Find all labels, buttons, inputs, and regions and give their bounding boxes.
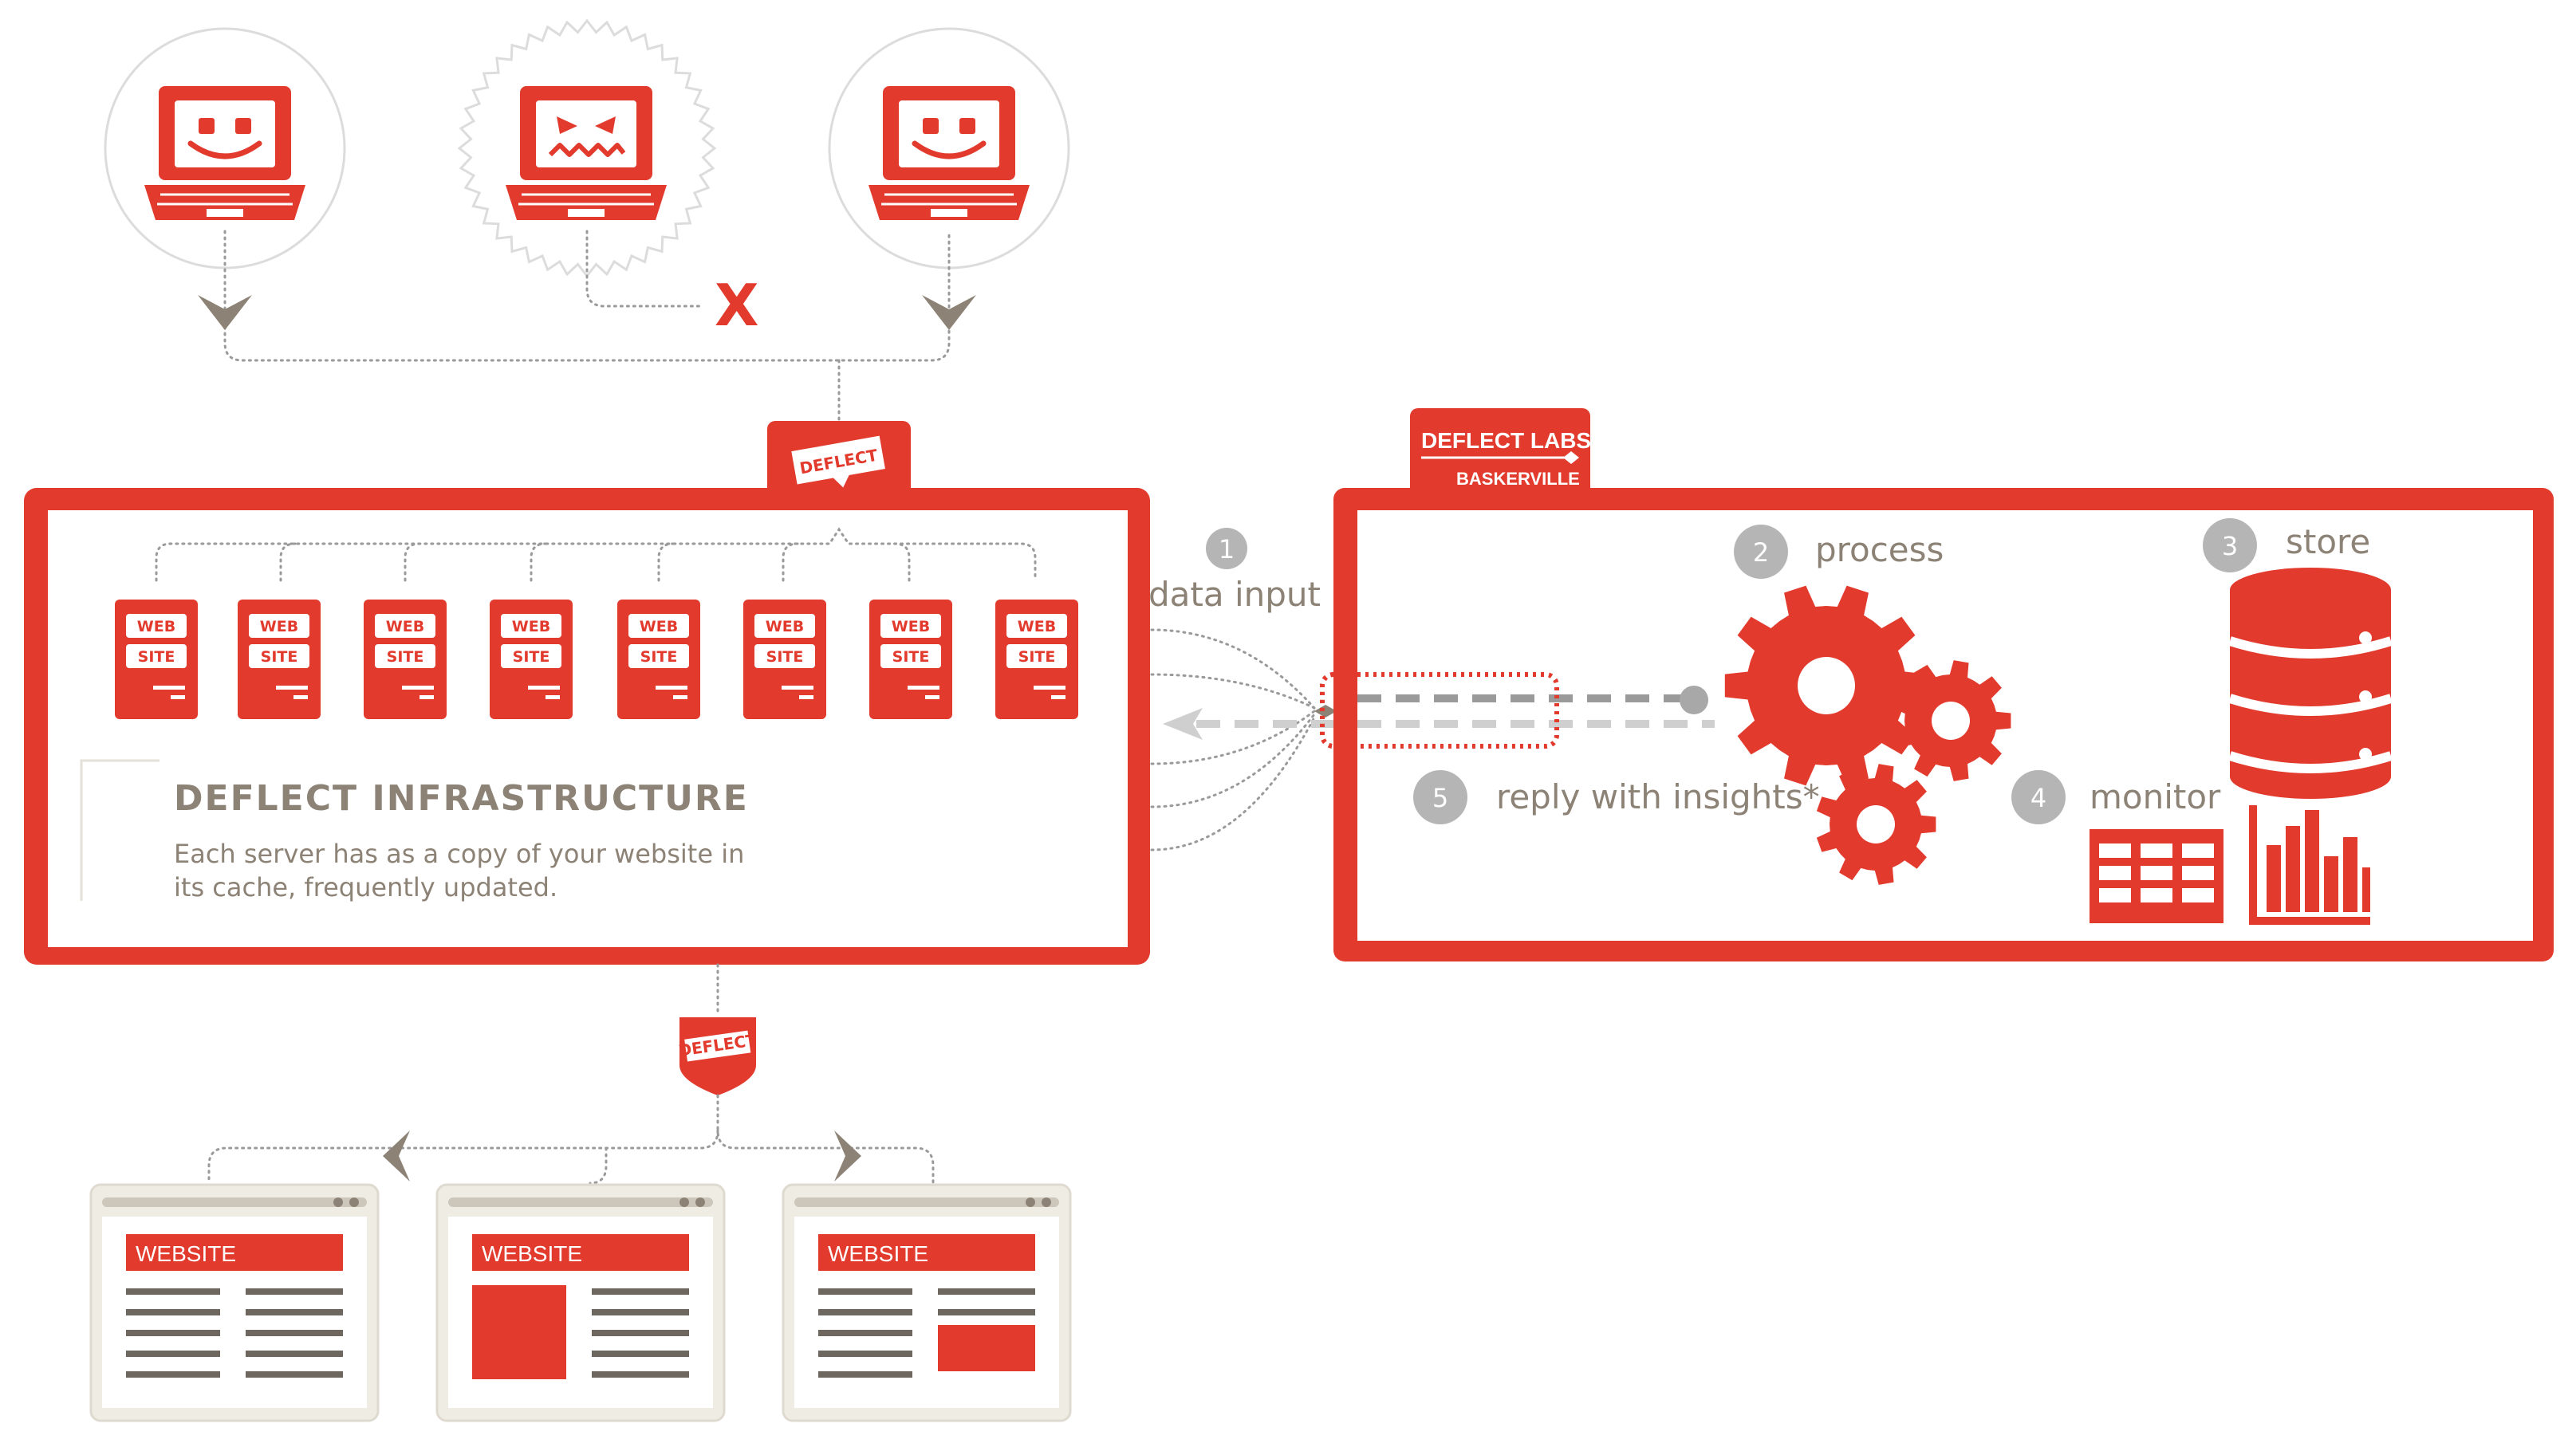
labs-connector-overlay: [1320, 672, 1715, 749]
window-dot-icon: [695, 1197, 705, 1207]
svg-text:WEB: WEB: [260, 618, 298, 635]
step-label: data input: [1148, 575, 1321, 614]
arrow-left-icon: [1163, 708, 1203, 740]
client-happy-2: [828, 27, 1070, 269]
svg-text:WEB: WEB: [386, 618, 424, 635]
client-attacker: [457, 18, 717, 278]
blocked-x-icon: X: [715, 272, 759, 339]
svg-text:WEB: WEB: [766, 618, 804, 635]
svg-text:SITE: SITE: [138, 648, 175, 666]
server-icon: WEB SITE: [364, 600, 447, 719]
deflect-badge: DEFLECT: [767, 421, 911, 497]
step-number-badge: [2203, 518, 2257, 572]
database-icon: [2228, 568, 2393, 799]
svg-text:WEB: WEB: [1018, 618, 1056, 635]
server-icon: WEB SITE: [115, 600, 198, 719]
step-reply: 5 reply with insights*: [1413, 770, 1820, 824]
table-icon: [2090, 829, 2223, 923]
step-label: store: [2286, 522, 2370, 561]
infrastructure-description-line2: its cache, frequently updated.: [174, 872, 557, 902]
svg-text:WEB: WEB: [892, 618, 930, 635]
svg-text:SITE: SITE: [640, 648, 678, 666]
step-process: 2 process: [1734, 525, 1944, 579]
gear-hole: [1798, 657, 1855, 714]
svg-text:SITE: SITE: [261, 648, 298, 666]
step-label: reply with insights*: [1496, 777, 1820, 816]
svg-text:WEB: WEB: [640, 618, 678, 635]
laptop-happy-icon: [143, 85, 307, 222]
arrow-down-icon: [922, 295, 976, 330]
step-number-badge: [1206, 528, 1247, 569]
step-number-badge: [1734, 525, 1788, 579]
website-card-3: WEBSITE: [782, 1183, 1072, 1422]
client-happy-1: [104, 27, 346, 269]
gear-hole: [1857, 805, 1895, 843]
website-label: WEBSITE: [482, 1241, 582, 1266]
window-dot-icon: [1026, 1197, 1035, 1207]
step-data-input: 1 data input: [1148, 528, 1321, 614]
client-connectors: X: [198, 230, 976, 438]
svg-text:BASKERVILLE: BASKERVILLE: [1456, 469, 1580, 489]
server-icon: WEB SITE: [617, 600, 700, 719]
step-store: 3 store: [2203, 518, 2370, 572]
window-dot-icon: [679, 1197, 689, 1207]
server-icon: WEB SITE: [743, 600, 826, 719]
window-dot-icon: [1042, 1197, 1051, 1207]
svg-text:WEB: WEB: [512, 618, 550, 635]
svg-text:SITE: SITE: [892, 648, 930, 666]
laptop-happy-icon: [867, 85, 1031, 222]
server-icon: WEB SITE: [238, 600, 321, 719]
server-icon: WEB SITE: [995, 600, 1078, 719]
step-monitor: 4 monitor: [2011, 770, 2221, 824]
svg-text:WEB: WEB: [137, 618, 175, 635]
svg-text:3: 3: [2222, 531, 2238, 561]
server-icon: WEB SITE: [869, 600, 952, 719]
svg-text:2: 2: [1753, 537, 1769, 568]
website-connectors: [207, 1094, 935, 1185]
step-number-badge: [2011, 770, 2066, 824]
website-label: WEBSITE: [828, 1241, 928, 1266]
infrastructure-title: DEFLECT INFRASTRUCTURE: [174, 778, 749, 819]
output-shield: DEFLECT: [677, 963, 758, 1095]
infrastructure-description-line1: Each server has as a copy of your websit…: [174, 839, 744, 869]
svg-text:1: 1: [1219, 534, 1235, 564]
svg-text:SITE: SITE: [513, 648, 550, 666]
window-dot-icon: [349, 1197, 359, 1207]
step-label: monitor: [2090, 777, 2221, 816]
svg-text:SITE: SITE: [1018, 648, 1056, 666]
bar-chart-icon: [2249, 805, 2370, 925]
arrow-down-icon: [198, 295, 252, 330]
svg-text:5: 5: [1432, 783, 1448, 813]
website-label: WEBSITE: [136, 1241, 236, 1266]
server-row: WEB SITE WEB SITE WEB SITE WEB SITE WEB …: [115, 600, 1078, 719]
gears-icon: [1724, 585, 2011, 885]
deflect-infrastructure-box: DEFLECT WEB SITE WEB SITE WEB SITE WEB S…: [24, 421, 1150, 965]
text-bracket: [80, 759, 160, 901]
svg-text:4: 4: [2030, 783, 2046, 813]
gear-hole: [1932, 702, 1970, 740]
window-dot-icon: [333, 1197, 343, 1207]
laptop-angry-icon: [504, 85, 668, 222]
arrow-left-icon: [383, 1131, 410, 1182]
step-number-badge: [1413, 770, 1467, 824]
website-card-2: WEBSITE: [435, 1183, 726, 1422]
deflect-labs-tab: DEFLECT LABS BASKERVILLE: [1410, 408, 1591, 502]
arrow-right-icon: [834, 1131, 861, 1182]
server-icon: WEB SITE: [490, 600, 573, 719]
svg-text:SITE: SITE: [387, 648, 424, 666]
website-card-1: WEBSITE: [89, 1183, 380, 1422]
svg-text:SITE: SITE: [766, 648, 804, 666]
svg-text:DEFLECT LABS: DEFLECT LABS: [1421, 428, 1591, 453]
step-label: process: [1815, 530, 1944, 569]
